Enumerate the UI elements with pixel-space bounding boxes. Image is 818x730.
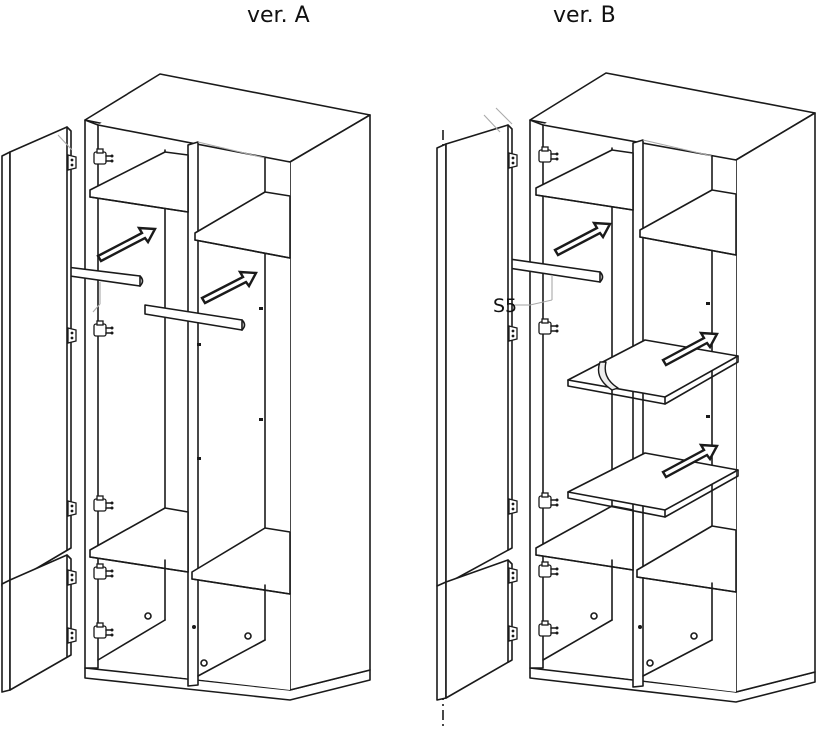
lower-door — [1, 579, 11, 693]
right-side-panel — [289, 114, 371, 691]
version-b-label: ver. B — [553, 3, 616, 28]
lower-shelf-left — [535, 505, 634, 571]
right-side-panel — [735, 112, 816, 693]
left-side-panel — [84, 119, 99, 669]
lower-shelf-right — [636, 525, 737, 593]
insert-arrow-2 — [661, 331, 719, 367]
insert-arrow-2 — [200, 270, 258, 305]
middle-divider — [632, 139, 644, 688]
upper-door — [1, 151, 11, 587]
lower-door — [436, 581, 447, 701]
middle-divider — [187, 141, 199, 687]
shelf-pin-detail — [597, 361, 619, 391]
version-a-label: ver. A — [247, 3, 310, 28]
upper-shelf-right — [639, 189, 737, 256]
wardrobe-version-a — [1, 73, 371, 701]
upper-shelf-left — [535, 149, 634, 211]
s5-callout-label: S5 — [493, 295, 517, 317]
insert-arrow-1 — [96, 226, 157, 263]
upper-shelf-right — [194, 191, 291, 259]
upper-door — [436, 143, 447, 587]
insert-arrow-3 — [661, 443, 719, 479]
wardrobe-version-b — [436, 72, 816, 728]
upper-shelf-left — [89, 151, 189, 213]
lower-shelf-left — [89, 507, 189, 573]
insert-arrow-1 — [553, 221, 612, 257]
lower-shelf-right — [191, 527, 291, 595]
left-side-panel — [529, 119, 544, 669]
